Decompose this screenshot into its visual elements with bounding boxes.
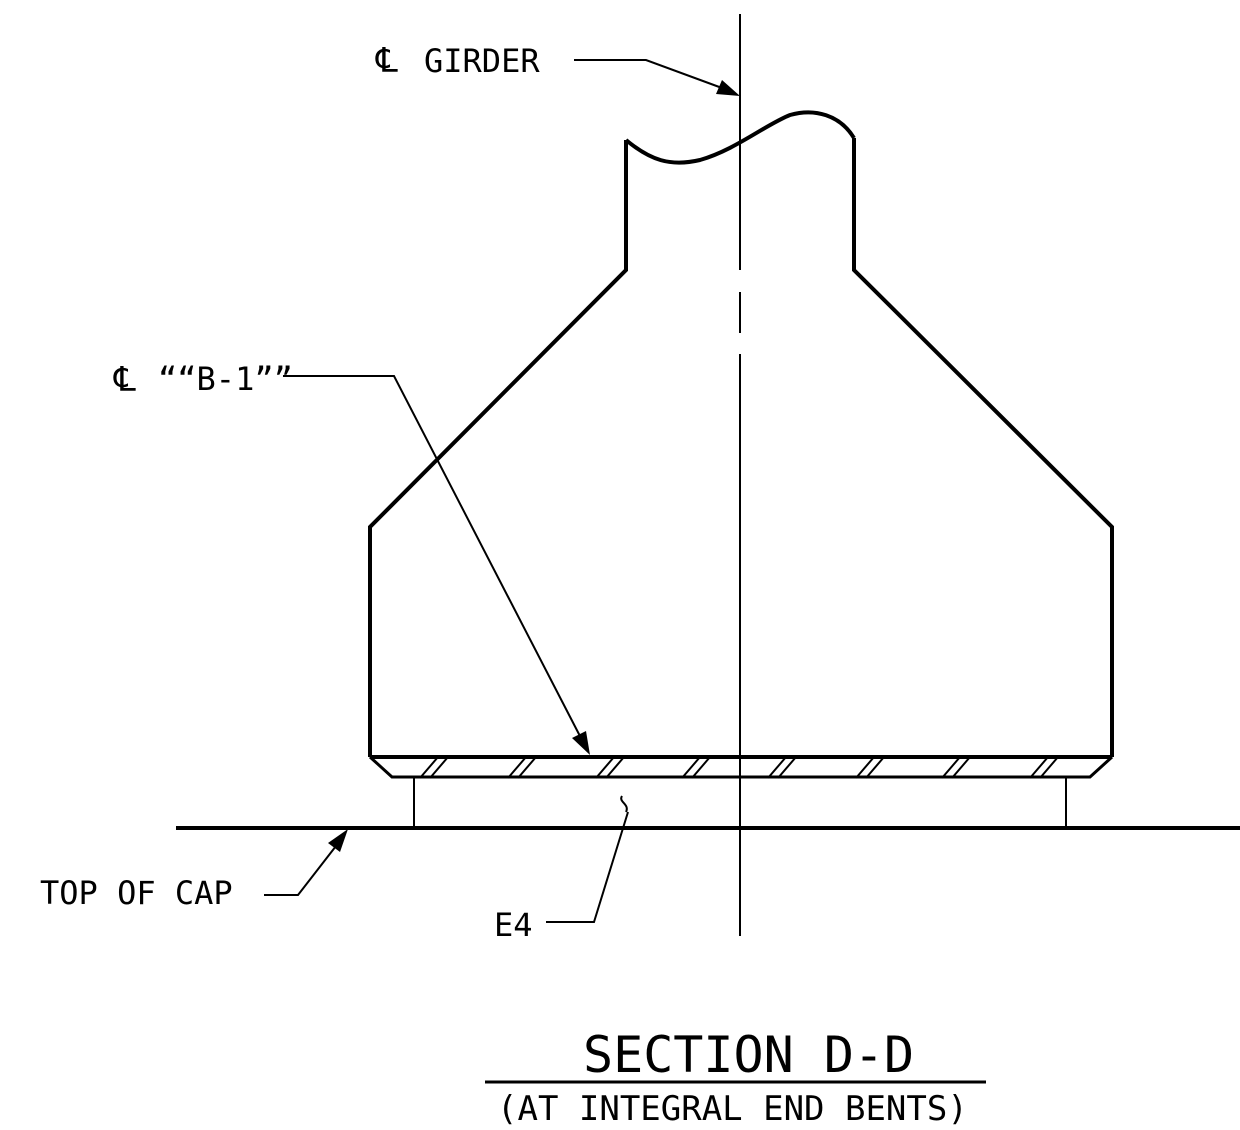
plate-leader xyxy=(283,375,590,755)
bearing-plate xyxy=(368,755,1114,779)
elastomeric-pad xyxy=(413,777,1067,828)
top-of-cap-leader xyxy=(264,829,348,896)
girder-outline xyxy=(368,110,1114,757)
section-title: SECTION D-D xyxy=(583,1026,914,1084)
plate-hatching xyxy=(419,756,1059,779)
top-of-cap-label: TOP OF CAP xyxy=(40,874,233,912)
pad-e4-label: E4 xyxy=(494,906,533,944)
centerline-girder-label: GIRDER xyxy=(424,42,540,80)
centerline-symbol: ℄ xyxy=(375,41,398,81)
girder-leader xyxy=(574,59,740,96)
pad-leader xyxy=(546,811,629,923)
plate-symbol: ℄ xyxy=(113,360,136,400)
section-subtitle: (AT INTEGRAL END BENTS) xyxy=(497,1089,968,1129)
plate-b1-label: ““B-1”” xyxy=(158,360,293,398)
